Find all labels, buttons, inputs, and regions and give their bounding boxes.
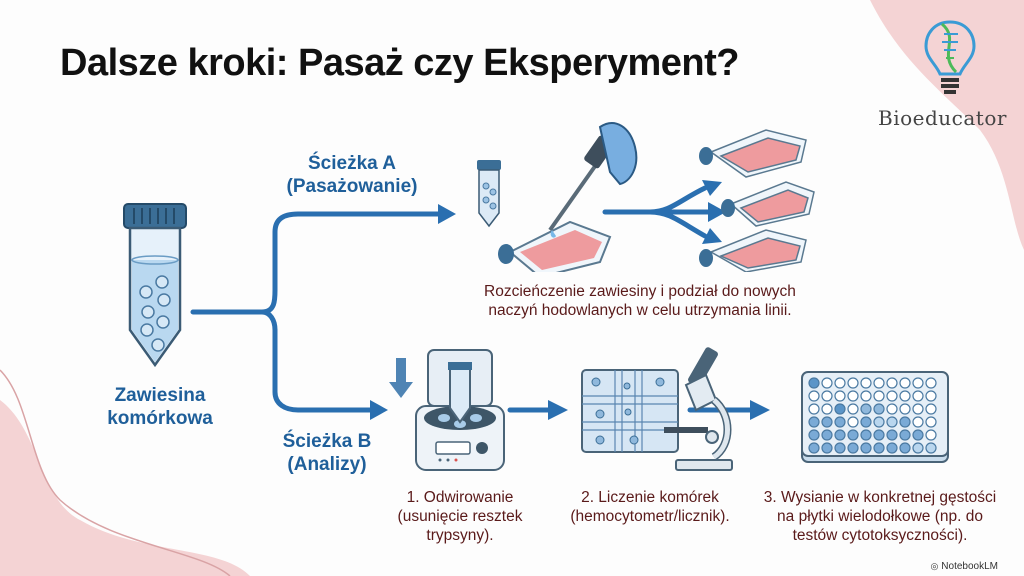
notebooklm-watermark: ◎ NotebookLM (930, 561, 998, 572)
small-tube-icon (477, 160, 501, 228)
down-arrow-icon (389, 358, 413, 398)
path-a-label: Ścieżka A (Pasażowanie) (286, 153, 418, 197)
hemocytometer-grid-icon (581, 369, 679, 453)
page-title: Dalsze kroki: Pasaż czy Eksperyment? (60, 42, 740, 84)
centrifuge-icon (415, 349, 505, 471)
dna-lightbulb-icon (924, 20, 976, 94)
step-2-description: 2. Liczenie komórek (hemocytometr/liczni… (570, 489, 730, 525)
notebooklm-icon: ◎ (930, 561, 939, 571)
test-tube-icon (123, 203, 187, 368)
brand-name: Bioeducator (878, 106, 1007, 130)
pipette-flask-icon (498, 122, 638, 272)
step-1-description: 1. Odwirowanie (usunięcie resztek trypsy… (397, 489, 523, 544)
well-plate-icon (801, 371, 949, 463)
path-a-description: Rozcieńczenie zawiesiny i podział do now… (484, 283, 796, 319)
culture-flasks-icon (699, 129, 815, 272)
step-3-description: 3. Wysianie w konkretnej gęstości na pły… (763, 489, 997, 544)
cell-suspension-label: Zawiesina komórkowa (107, 385, 213, 429)
microscope-icon (664, 347, 733, 471)
path-b-label: Ścieżka B (Analizy) (282, 431, 372, 475)
